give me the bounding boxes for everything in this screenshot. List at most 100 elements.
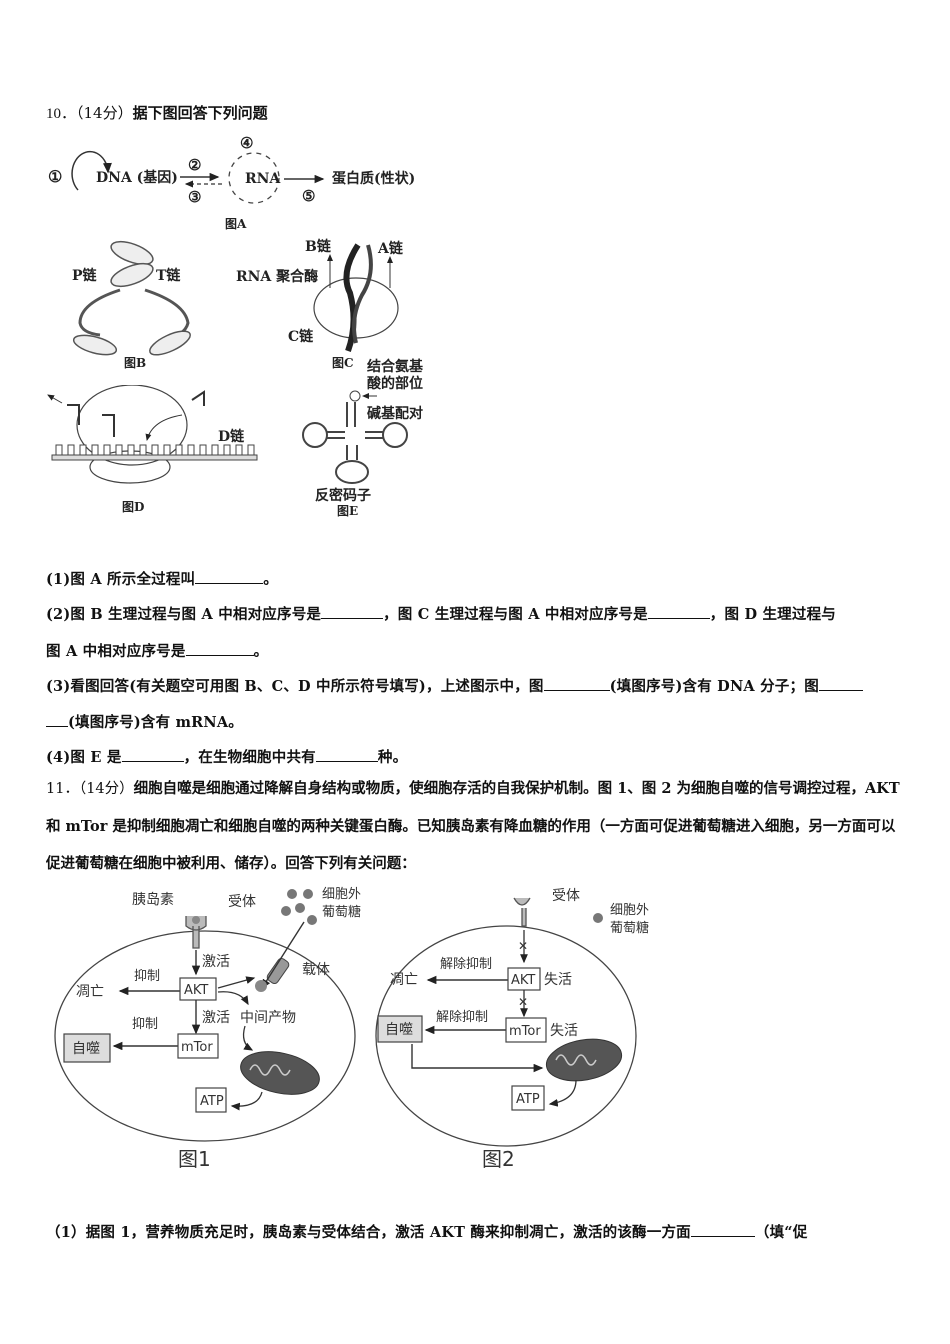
mtor-box xyxy=(505,1017,547,1043)
q10-sub1-text: (1)图 A 所示全过程叫 xyxy=(46,571,196,588)
figure-2-caption: 图2 xyxy=(482,1147,515,1171)
label-circle-2: ② xyxy=(188,156,201,174)
label-extracellular: 细胞外 xyxy=(610,903,649,918)
label-rna-polymerase: RNA 聚合酶 xyxy=(236,268,318,285)
label-mtor: mTor xyxy=(509,1024,541,1039)
label-a-chain: A链 xyxy=(377,240,404,257)
q10-sub2-text-c: ，图 D 生理过程与 xyxy=(709,606,836,623)
q10-sub3-text-a: (3)看图回答(有关题空可用图 B、C、D 中所示符号填写)，上述图示中，图 xyxy=(46,678,544,695)
label-aa-site-1: 结合氨基 xyxy=(367,358,424,375)
label-aa-site-2: 酸的部位 xyxy=(367,375,423,392)
q10-sub4-text-a: (4)图 E 是 xyxy=(46,749,122,766)
label-rna: RNA xyxy=(245,171,281,187)
label-inhibit-1: 抑制 xyxy=(134,969,160,984)
figure-c: B链 A链 RNA 聚合酶 C链 图C xyxy=(236,238,404,370)
label-inhibit-2: 抑制 xyxy=(132,1017,158,1032)
label-insulin: 胰岛素 xyxy=(132,892,174,908)
label-circle-5: ⑤ xyxy=(302,187,315,205)
label-activate-2: 激活 xyxy=(202,1009,230,1026)
label-autophagy: 自噬 xyxy=(385,1022,413,1038)
blocked-mark-icon: ✕ xyxy=(518,939,528,953)
label-receptor: 受体 xyxy=(228,894,256,910)
answer-blank[interactable] xyxy=(46,713,68,727)
q10-sub3-line1: (3)看图回答(有关题空可用图 B、C、D 中所示符号填写)，上述图示中，图 (填… xyxy=(46,675,863,696)
question-score: （14分） xyxy=(78,781,134,797)
label-p-chain: P链 xyxy=(72,267,98,284)
question-score: （14分） xyxy=(76,104,133,122)
label-c-chain: C链 xyxy=(288,328,314,345)
label-glucose: 葡萄糖 xyxy=(322,904,361,920)
punct: 。 xyxy=(253,643,269,660)
label-release-inhibition-2: 解除抑制 xyxy=(436,1010,488,1025)
label-circle-1: ① xyxy=(48,167,62,186)
label-circle-3: ③ xyxy=(188,188,201,206)
label-t-chain: T链 xyxy=(156,267,181,284)
label-apoptosis: 凋亡 xyxy=(390,972,418,988)
q11-sub1-text-a: （1）据图 1，营养物质充足时，胰岛素与受体结合，激活 AKT 酶来抑制凋亡，激… xyxy=(46,1224,691,1241)
question-11-text: 细胞自噬是细胞通过降解自身结构或物质，使细胞存活的自我保护机制。图 1、图 2 … xyxy=(46,780,900,872)
q11-sub1-text-b: （填“促 xyxy=(754,1224,808,1241)
q10-sub2-text-d: 图 A 中相对应序号是 xyxy=(46,643,186,660)
answer-blank[interactable] xyxy=(690,1223,755,1237)
figure-a-caption: 图A xyxy=(225,217,247,231)
q10-sub4-text-c: 种。 xyxy=(377,749,408,766)
answer-blank[interactable] xyxy=(321,605,384,619)
figure-b-caption: 图B xyxy=(124,356,146,370)
q11-sub1: （1）据图 1，营养物质充足时，胰岛素与受体结合，激活 AKT 酶来抑制凋亡，激… xyxy=(46,1221,808,1242)
label-akt: AKT xyxy=(184,983,208,998)
label-akt: AKT xyxy=(511,973,535,988)
question-prompt: 据下图回答下列问题 xyxy=(132,104,268,122)
question-number: 10． xyxy=(46,106,77,122)
label-release-inhibition-1: 解除抑制 xyxy=(440,957,492,972)
q10-sub3-line2: (填图序号)含有 mRNA。 xyxy=(46,711,243,732)
answer-blank[interactable] xyxy=(818,677,863,691)
label-carrier: 载体 xyxy=(302,962,330,978)
figure-b: P链 T链 图B xyxy=(72,240,191,370)
answer-blank[interactable] xyxy=(185,642,254,656)
answer-blank[interactable] xyxy=(647,605,710,619)
figure-d-caption: 图D xyxy=(122,500,144,514)
question-11-intro: 11．（14分）细胞自噬是细胞通过降解自身结构或物质，使细胞存活的自我保护机制。… xyxy=(46,770,908,882)
q10-sub2-text-b: ，图 C 生理过程与图 A 中相对应序号是 xyxy=(383,606,648,623)
label-receptor: 受体 xyxy=(552,888,580,904)
label-circle-4: ④ xyxy=(240,134,253,152)
label-inactive-1: 失活 xyxy=(544,972,572,988)
label-glucose: 葡萄糖 xyxy=(610,920,649,936)
blocked-mark-icon: ✕ xyxy=(518,995,528,1009)
q10-sub2-line1: (2)图 B 生理过程与图 A 中相对应序号是 ，图 C 生理过程与图 A 中相对… xyxy=(46,603,836,624)
answer-blank[interactable] xyxy=(195,570,264,584)
label-anticodon: 反密码子 xyxy=(315,487,371,504)
q10-sub2-text-a: (2)图 B 生理过程与图 A 中相对应序号是 xyxy=(46,606,322,623)
q10-sub4: (4)图 E 是，在生物细胞中共有种。 xyxy=(46,746,407,767)
question-10-heading: 10．（14分）据下图回答下列问题 xyxy=(46,102,268,123)
q10-sub1: (1)图 A 所示全过程叫 。 xyxy=(46,568,278,589)
answer-blank[interactable] xyxy=(121,748,184,762)
figure-e-caption: 图E xyxy=(337,504,358,518)
mtor-box xyxy=(177,1033,219,1059)
label-atp: ATP xyxy=(200,1094,224,1109)
answer-blank[interactable] xyxy=(543,677,610,691)
figure-1: 胰岛素 受体 细胞外 葡萄糖 激活 载体 抑制 凋亡 AKT 激活 中间产物 抑… xyxy=(54,887,361,1171)
figure-1-caption: 图1 xyxy=(178,1147,211,1171)
q10-sub3-text-b: (填图序号)含有 DNA 分子；图 xyxy=(609,678,819,695)
autophagy-box xyxy=(377,1015,423,1043)
autophagy-box xyxy=(63,1033,111,1063)
mitochondrion-icon xyxy=(240,1051,320,1095)
atp-box xyxy=(511,1085,545,1111)
atp-box xyxy=(195,1087,227,1113)
figure-2: 受体 细胞外 葡萄糖 ✕ 解除抑制 凋亡 AKT 失活 ✕ 解除抑制 自噬 mT… xyxy=(375,888,649,1171)
punct: 。 xyxy=(263,571,278,588)
mitochondrion-icon xyxy=(545,1038,623,1082)
label-intermediate-product: 中间产物 xyxy=(240,1010,296,1026)
q10-sub2-line2: 图 A 中相对应序号是 。 xyxy=(46,640,268,661)
label-apoptosis: 凋亡 xyxy=(76,984,104,1000)
label-activate-1: 激活 xyxy=(202,953,230,970)
q10-sub3-text-c: (填图序号)含有 mRNA。 xyxy=(68,714,243,731)
figure-e: 结合氨基 酸的部位 碱基配对 反密码子 图E xyxy=(302,358,424,518)
answer-blank[interactable] xyxy=(315,748,378,762)
figure-d: D链 图D xyxy=(47,385,258,514)
label-atp: ATP xyxy=(516,1092,540,1107)
label-protein: 蛋白质(性状) xyxy=(332,170,415,187)
akt-box xyxy=(179,977,217,1001)
figure-c-caption: 图C xyxy=(332,356,354,370)
